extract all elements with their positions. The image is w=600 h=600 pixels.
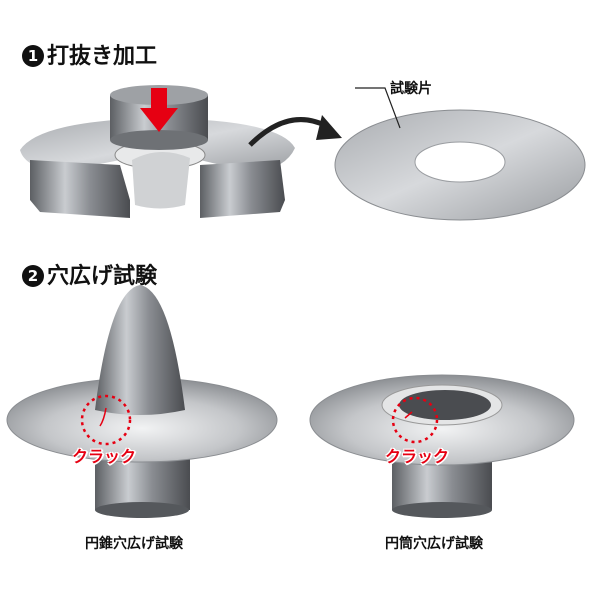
cylindrical-test-specimen: [309, 374, 575, 518]
conical-test-specimen: [6, 285, 278, 518]
step1-title-text: 打抜き加工: [47, 44, 158, 69]
step-number-badge: 2: [22, 265, 44, 287]
process-arrowhead: [316, 115, 342, 140]
crack-circle: [80, 394, 132, 446]
punch-direction-arrow: [140, 88, 178, 132]
step-number-badge: 1: [22, 45, 44, 67]
step2-title-text: 穴広げ試験: [47, 264, 158, 289]
crack-label-conical: クラック: [72, 447, 137, 466]
crack-mark: [99, 407, 107, 427]
caption-cylindrical: 円筒穴広げ試験: [385, 536, 483, 552]
crack-mark: [404, 411, 413, 419]
specimen-leader-line: [355, 87, 401, 129]
crack-label-cylindrical: クラック: [385, 447, 450, 466]
specimen-disk: [334, 109, 586, 221]
specimen-label: 試験片: [390, 81, 432, 97]
crack-circle: [391, 396, 439, 444]
caption-conical: 円錐穴広げ試験: [85, 536, 183, 552]
